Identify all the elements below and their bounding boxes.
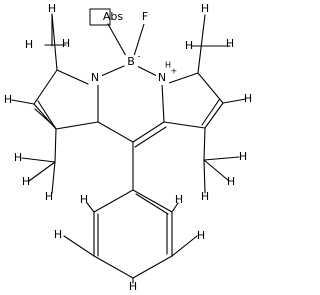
bond-lines <box>11 13 247 284</box>
bond-line <box>133 23 145 57</box>
bond-line <box>203 159 230 182</box>
bond-line <box>132 189 173 213</box>
bond-line <box>51 13 58 71</box>
hydrogen-label: H <box>62 37 70 50</box>
bond-line <box>107 23 127 57</box>
bond-line <box>33 69 58 105</box>
bond-line <box>135 193 169 215</box>
hydrogen-label: H <box>197 229 205 242</box>
bond-line <box>54 128 57 163</box>
hydrogen-label: H <box>54 228 62 241</box>
hydrogen-label: H <box>48 2 56 15</box>
bond-line <box>197 14 206 74</box>
nitrogen-labels: N N H + <box>89 61 178 85</box>
bond-line <box>132 121 165 143</box>
hydrogen-label: H <box>25 38 33 51</box>
bond-line <box>86 202 95 213</box>
fluorine-label-2: F <box>142 10 148 23</box>
bond-line <box>51 161 56 194</box>
bond-line <box>134 126 167 148</box>
hydrogen-label: H <box>227 175 235 188</box>
bond-line <box>132 255 173 279</box>
bond-line <box>163 121 206 129</box>
hydrogen-label: H <box>45 190 53 203</box>
nitrogen-h-label: H <box>165 61 171 70</box>
bond-line <box>56 69 89 85</box>
bond-line <box>97 121 134 143</box>
bond-line <box>34 108 56 128</box>
hydrogen-label: H <box>80 193 88 206</box>
hydrogen-label: H <box>14 151 22 164</box>
hydrogen-label: H <box>201 2 209 15</box>
boron-charge: - <box>138 52 141 61</box>
nitrogen-label-1: N <box>91 71 99 84</box>
bond-line <box>93 255 134 279</box>
bond-line <box>203 156 240 161</box>
hydrogen-label: H <box>185 39 193 52</box>
bodipy-structure-diagram: Abs F B - N N H + H H H H H H H H H H H … <box>4 2 252 293</box>
boron-label: B <box>127 55 135 68</box>
nitrogen-label-2: N <box>158 71 166 84</box>
bond-line <box>28 161 56 182</box>
bond-line <box>197 72 224 104</box>
boron-group: Abs F B - <box>89 8 151 69</box>
bond-line <box>93 189 134 213</box>
bond-line <box>171 235 198 257</box>
bond-line <box>171 202 179 213</box>
bond-line <box>11 99 35 105</box>
hydrogen-labels: H H H H H H H H H H H H H H H H H H H <box>4 2 252 293</box>
bond-line <box>201 99 220 126</box>
bond-line <box>203 127 206 161</box>
hydrogen-label: H <box>244 92 252 105</box>
hydrogen-label: H <box>175 193 183 206</box>
bond-line <box>161 83 165 123</box>
hydrogen-label: H <box>201 190 209 203</box>
hydrogen-label: H <box>239 150 247 163</box>
bond-line <box>165 72 199 85</box>
hydrogen-label: H <box>22 175 30 188</box>
hydrogen-label: H <box>129 280 137 293</box>
abs-label-box <box>89 8 111 26</box>
bond-line <box>63 235 95 257</box>
bond-line <box>136 65 158 77</box>
hydrogen-label: H <box>226 37 234 50</box>
bond-line <box>204 102 224 129</box>
abs-label: Abs <box>103 10 124 23</box>
bond-line <box>37 100 57 130</box>
bond-line <box>55 121 99 130</box>
hydrogen-label: H <box>4 93 12 106</box>
nitrogen-charge: + <box>171 67 178 76</box>
bond-line <box>100 65 125 77</box>
bond-line <box>203 159 206 194</box>
bond-line <box>21 157 56 163</box>
bond-line <box>222 98 247 104</box>
